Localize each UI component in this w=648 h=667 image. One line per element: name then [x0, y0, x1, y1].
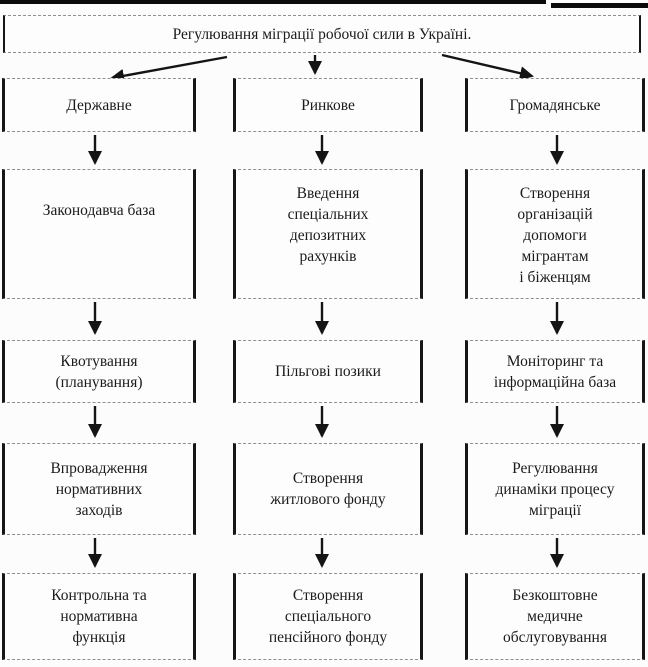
column-header-civil: Громадянське: [465, 78, 645, 132]
box-free-medical-care: Безкоштовне медичне обслуговування: [465, 573, 645, 660]
box-preferential-loans: Пільгові позики: [233, 340, 423, 403]
scan-artifact-top-right: [551, 3, 648, 8]
box-deposit-accounts: Введення спеціальних депозитних рахунків: [233, 169, 423, 299]
box-pension-fund-label: Створення спеціального пенсійного фонду: [268, 587, 388, 646]
column-header-state-label: Державне: [66, 96, 132, 114]
box-control-function: Контрольна та нормативна функція: [2, 573, 196, 660]
root-box-label: Регулювання міграції робочої сили в Укра…: [172, 25, 472, 43]
box-legislative-base-label: Законодавча база: [42, 202, 156, 219]
box-housing-fund-label: Створення житлового фонду: [270, 470, 386, 508]
root-box-title: Регулювання міграції робочої сили в Укра…: [3, 15, 641, 53]
box-migrant-aid-orgs: Створення організацій допомоги мігрантам…: [465, 169, 645, 299]
arrow-title-to-state: [110, 55, 228, 83]
box-migrant-aid-orgs-label: Створення організацій допомоги мігрантам…: [517, 185, 593, 286]
box-deposit-accounts-label: Введення спеціальних депозитних рахунків: [287, 185, 369, 265]
box-pension-fund: Створення спеціального пенсійного фонду: [233, 573, 423, 660]
box-free-medical-care-label: Безкоштовне медичне обслуговування: [503, 587, 607, 646]
box-normative-measures: Впровадження нормативних заходів: [2, 443, 196, 535]
scan-artifact-top-left: [0, 0, 546, 4]
box-monitoring-infobase-label: Моніторинг та інформаційна база: [493, 352, 617, 391]
column-header-civil-label: Громадянське: [509, 96, 601, 114]
box-quotas-planning-label: Квотування (планування): [55, 352, 143, 391]
box-preferential-loans-label: Пільгові позики: [275, 363, 381, 380]
column-header-state: Державне: [2, 78, 196, 132]
box-quotas-planning: Квотування (планування): [2, 340, 196, 403]
column-header-market: Ринкове: [233, 78, 423, 132]
box-normative-measures-label: Впровадження нормативних заходів: [50, 459, 148, 519]
arrow-title-to-civil: [441, 53, 534, 81]
box-control-function-label: Контрольна та нормативна функція: [51, 587, 147, 646]
box-legislative-base: Законодавча база: [2, 169, 196, 299]
box-migration-dynamics-label: Регулювання динаміки процесу міграції: [495, 459, 615, 519]
box-monitoring-infobase: Моніторинг та інформаційна база: [465, 340, 645, 403]
box-migration-dynamics: Регулювання динаміки процесу міграції: [465, 443, 645, 535]
box-housing-fund: Створення житлового фонду: [233, 443, 423, 535]
column-header-market-label: Ринкове: [301, 96, 355, 114]
